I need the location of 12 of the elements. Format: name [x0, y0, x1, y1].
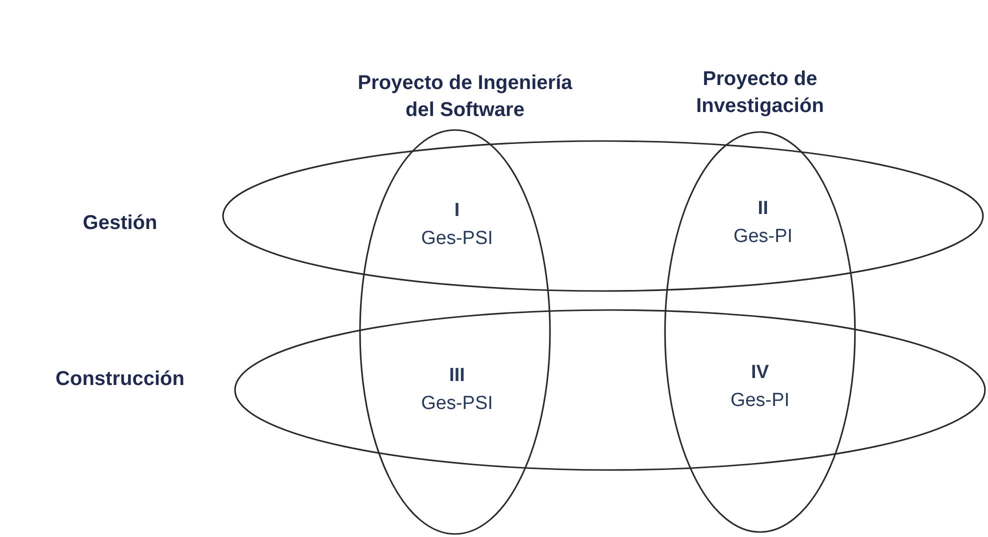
roman-numeral: I: [454, 200, 460, 222]
roman-numeral: II: [758, 198, 768, 220]
region-label: Ges-PI: [733, 226, 793, 248]
region-label: Ges-PSI: [421, 228, 493, 250]
set-heading: Construcción: [54, 367, 186, 392]
set-heading: Gestión: [82, 211, 158, 236]
region-label: Ges-PI: [730, 390, 790, 412]
region-label: Ges-PSI: [421, 393, 493, 415]
roman-numeral: IV: [751, 362, 769, 384]
roman-numeral: III: [449, 365, 465, 387]
set-heading: Proyecto de Ingeniería del Software: [356, 71, 574, 123]
set-heading: Proyecto de Investigación: [695, 67, 825, 119]
